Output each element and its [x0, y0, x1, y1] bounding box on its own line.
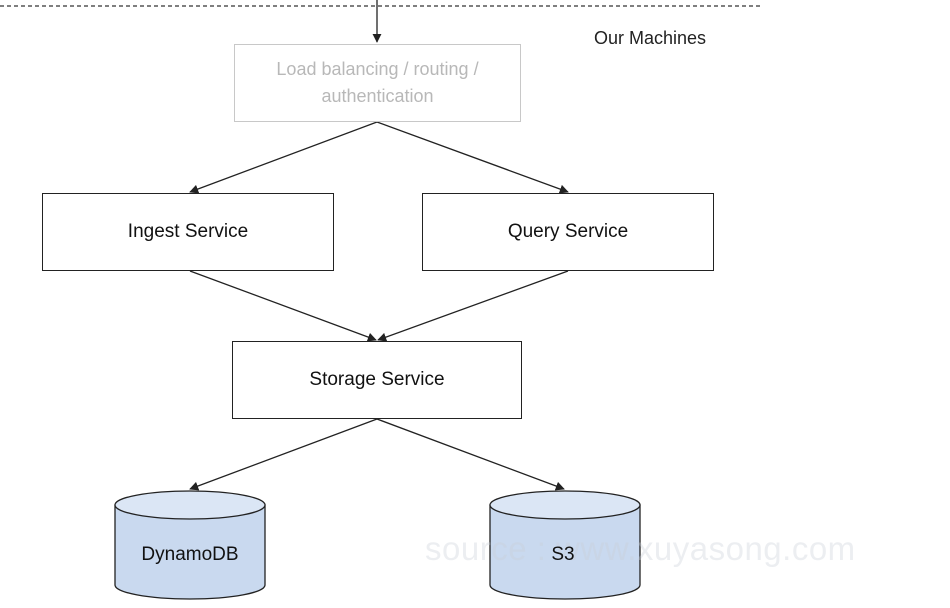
- edge-ingest-to-storage: [189, 270, 377, 342]
- load-balancer-label: Load balancing / routing / authenticatio…: [276, 59, 479, 106]
- edge-lb-to-query: [376, 121, 569, 194]
- edge-query-to-storage: [377, 270, 569, 342]
- query-service-label: Query Service: [507, 221, 629, 242]
- storage-service-node: Storage Service: [232, 341, 522, 419]
- dynamodb-label: DynamoDB: [141, 544, 239, 565]
- s3-cylinder-icon: [489, 490, 641, 600]
- dynamodb-cylinder-icon: [114, 490, 266, 600]
- storage-service-label: Storage Service: [309, 369, 445, 390]
- load-balancer-node: Load balancing / routing / authenticatio…: [234, 44, 521, 122]
- edge-storage-to-dynamodb: [189, 418, 378, 491]
- s3-label: S3: [551, 544, 575, 565]
- ingest-service-label: Ingest Service: [127, 221, 249, 242]
- boundary-label: Our Machines: [594, 28, 707, 48]
- edge-lb-to-ingest: [189, 121, 378, 194]
- ingest-service-node: Ingest Service: [42, 193, 334, 271]
- edge-storage-to-s3: [376, 418, 565, 491]
- source-watermark: source : www.xuyasong.com: [425, 530, 856, 567]
- query-service-node: Query Service: [422, 193, 714, 271]
